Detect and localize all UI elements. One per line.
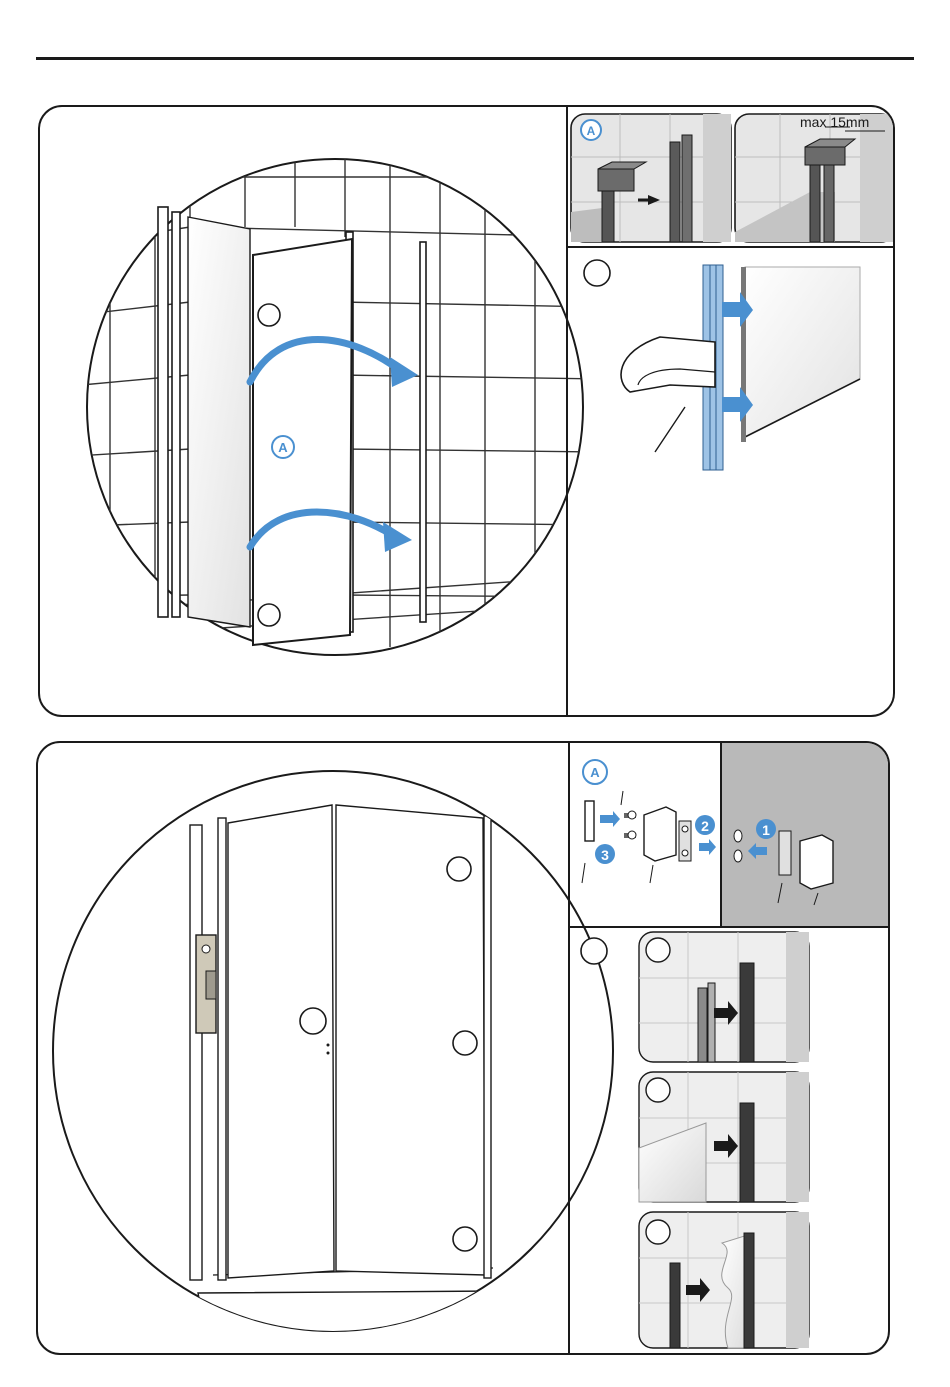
- seal-step-marker: [581, 938, 607, 964]
- sequence-label-3: 3: [601, 847, 609, 863]
- step-panel-hardware-fitting: A 3 2 1: [36, 741, 890, 1355]
- step-panel-door-installation: A: [38, 105, 895, 717]
- seal-step-marker: [584, 260, 610, 286]
- wall-surface: [722, 743, 890, 926]
- sequence-label-1: 1: [762, 822, 770, 838]
- detail-a-box-left: A: [571, 114, 731, 242]
- header-rule: [36, 57, 914, 60]
- hinge-marker-top: [447, 857, 471, 881]
- door-glass-panel: [253, 239, 352, 645]
- seal-detail: [584, 260, 860, 470]
- hinge-position-marker-bottom: [258, 604, 280, 626]
- circular-detail-view: A: [60, 147, 600, 667]
- handle-marker: [300, 1008, 326, 1034]
- max-gap-label: max 15mm: [800, 114, 869, 130]
- detail-a-box-right: max 15mm: [735, 114, 895, 242]
- callout-a-label: A: [278, 440, 288, 455]
- hinge-position-marker-top: [258, 304, 280, 326]
- circular-cabin-view: [53, 771, 613, 1343]
- callout-a-marker: A: [272, 436, 294, 458]
- seal-detail-box-1: [639, 932, 809, 1062]
- door-panel: [228, 805, 334, 1278]
- detail-a-label: A: [590, 765, 600, 780]
- hinge-exploded-detail: A 3 2: [582, 760, 716, 883]
- shower-tray: [198, 1291, 558, 1343]
- arrow-icon: [600, 811, 620, 827]
- seal-detail-box-3: [639, 1212, 809, 1348]
- step-2-illustration: A 3 2 1: [38, 743, 890, 1355]
- wall-profile: [190, 825, 202, 1280]
- seal-marker: [453, 1031, 477, 1055]
- detail-a-label: A: [587, 124, 596, 138]
- step-1-illustration: A: [40, 107, 895, 717]
- bottom-seal-marker: [453, 1227, 477, 1251]
- seal-detail-box-2: [639, 1072, 809, 1202]
- fixed-glass-panel: [188, 217, 250, 627]
- arrow-icon: [699, 839, 716, 855]
- sequence-label-2: 2: [701, 818, 709, 834]
